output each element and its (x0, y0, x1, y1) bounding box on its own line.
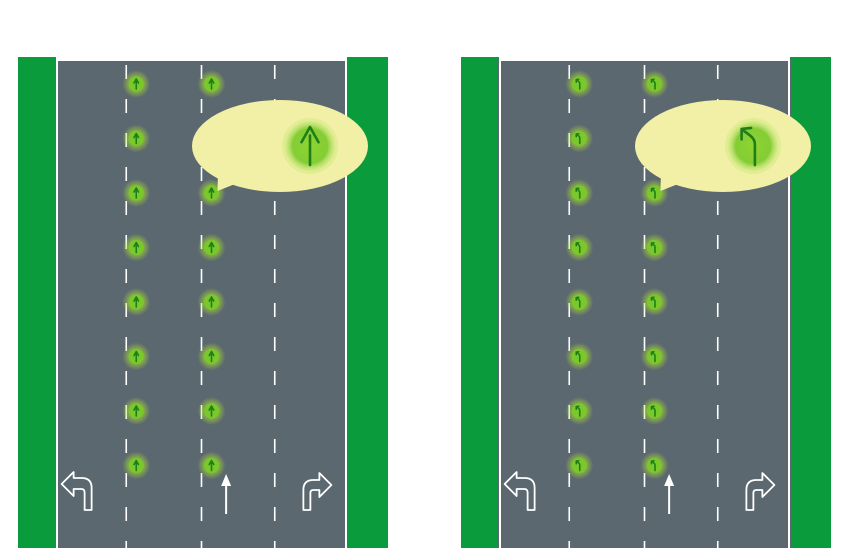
road-panel-straight (18, 57, 388, 548)
guidance-stud (565, 179, 594, 207)
straight-arrow-icon (133, 296, 140, 308)
straight-arrow-icon (133, 241, 140, 254)
guidance-stud (640, 288, 669, 316)
guidance-stud (640, 397, 669, 425)
straight-arrow-icon (300, 125, 320, 167)
straight-arrow-icon (208, 459, 215, 472)
guidance-stud (197, 397, 226, 425)
guidance-stud (122, 124, 151, 153)
enlarged-stud-core (728, 121, 778, 171)
guidance-stud (565, 397, 594, 425)
straight-arrow-icon (133, 132, 140, 145)
guidance-stud (197, 451, 226, 480)
left-turn-arrow-icon (575, 459, 581, 472)
straight-arrow-icon (208, 405, 215, 417)
road-panel-left-turn (461, 57, 831, 548)
left-turn-arrow-icon (650, 78, 656, 90)
right-turn-arrow-icon (302, 472, 333, 511)
left-turn-arrow-icon (575, 241, 581, 254)
left-turn-arrow-icon (740, 126, 757, 167)
guidance-stud (640, 233, 669, 262)
left-turn-arrow-icon (575, 78, 581, 90)
left-turn-arrow-icon (650, 459, 656, 472)
guidance-stud (122, 451, 151, 480)
left-turn-arrow-icon (575, 296, 581, 308)
guidance-stud (197, 288, 226, 316)
callout-ellipse (192, 100, 368, 192)
guidance-stud (122, 288, 151, 316)
straight-arrow-icon (208, 187, 215, 199)
callout-bubble (192, 100, 368, 192)
u-turn-left-arrow-icon (60, 471, 93, 511)
left-turn-arrow-icon (575, 350, 581, 363)
guidance-stud (197, 70, 226, 98)
callout-bubble (635, 100, 811, 192)
guidance-stud (640, 342, 669, 371)
left-verge (18, 57, 56, 548)
left-turn-arrow-icon (650, 405, 656, 417)
straight-arrow-icon (208, 241, 215, 254)
right-turn-arrow-icon (745, 472, 776, 511)
guidance-stud (640, 179, 669, 207)
guidance-stud (565, 70, 594, 98)
straight-arrow-icon (221, 474, 232, 486)
straight-arrow-icon (208, 296, 215, 308)
guidance-stud (565, 342, 594, 371)
guidance-stud (122, 233, 151, 262)
straight-arrow-icon (664, 474, 675, 486)
guidance-stud (197, 233, 226, 262)
guidance-stud (640, 70, 669, 98)
left-turn-arrow-icon (650, 350, 656, 363)
guidance-stud (197, 342, 226, 371)
left-turn-arrow-icon (575, 132, 581, 145)
left-verge (461, 57, 499, 548)
straight-arrow-icon (133, 459, 140, 472)
straight-arrow-icon (208, 350, 215, 363)
guidance-stud (640, 451, 669, 480)
left-turn-arrow-icon (575, 187, 581, 199)
u-turn-left-arrow-icon (503, 471, 536, 511)
left-turn-arrow-icon (650, 296, 656, 308)
straight-arrow-icon (133, 78, 140, 90)
callout-enlarged-stud (725, 118, 781, 174)
left-turn-arrow-icon (650, 241, 656, 254)
straight-arrow-icon (208, 78, 215, 90)
left-turn-arrow-icon (575, 405, 581, 417)
callout-enlarged-stud (282, 118, 338, 174)
straight-arrow-icon (133, 405, 140, 417)
guidance-stud (122, 70, 151, 98)
guidance-stud (565, 124, 594, 153)
callout-ellipse (635, 100, 811, 192)
guidance-stud (565, 288, 594, 316)
straight-arrow-icon (133, 187, 140, 199)
straight-arrow-icon (133, 350, 140, 363)
guidance-stud (122, 342, 151, 371)
guidance-stud (565, 451, 594, 480)
guidance-stud (122, 179, 151, 207)
guidance-stud (565, 233, 594, 262)
guidance-stud (122, 397, 151, 425)
left-turn-arrow-icon (650, 187, 656, 199)
